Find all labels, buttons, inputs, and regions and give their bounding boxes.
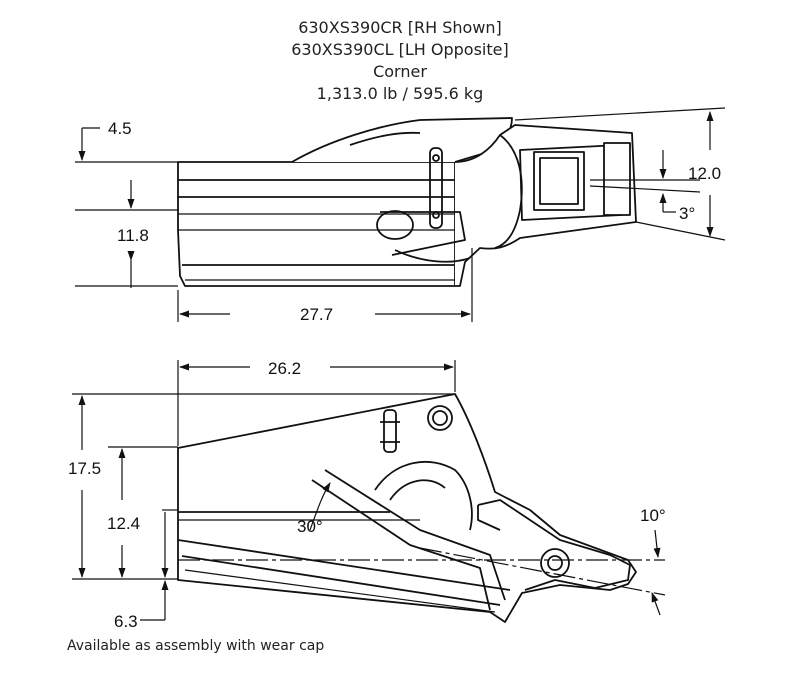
top-view-drawing: [177, 117, 637, 287]
part-weight: 1,313.0 lb / 595.6 kg: [316, 84, 484, 103]
dim-mid-height: 12.4: [107, 514, 140, 533]
part-number-lh: 630XS390CL [LH Opposite]: [291, 40, 509, 59]
dim-side-length: 26.2: [268, 359, 301, 378]
dim-total-height: 17.5: [68, 459, 101, 478]
side-view-dimensions: [72, 360, 666, 621]
dim-tip-angle: 10°: [640, 506, 666, 525]
dim-top-offset: 4.5: [108, 119, 132, 138]
dim-bottom-offset: 6.3: [114, 612, 138, 631]
side-view-drawing: [177, 393, 637, 623]
top-view-dimensions: [75, 107, 726, 322]
dim-top-angle: 3°: [679, 204, 695, 223]
dim-inner-angle: 30°: [297, 517, 323, 536]
dim-left-height: 11.8: [117, 226, 149, 245]
footer-note: Available as assembly with wear cap: [67, 638, 325, 654]
part-type: Corner: [373, 62, 427, 81]
part-number-rh: 630XS390CR [RH Shown]: [298, 18, 502, 37]
dim-right-height: 12.0: [688, 164, 721, 183]
dim-top-length: 27.7: [300, 305, 333, 324]
